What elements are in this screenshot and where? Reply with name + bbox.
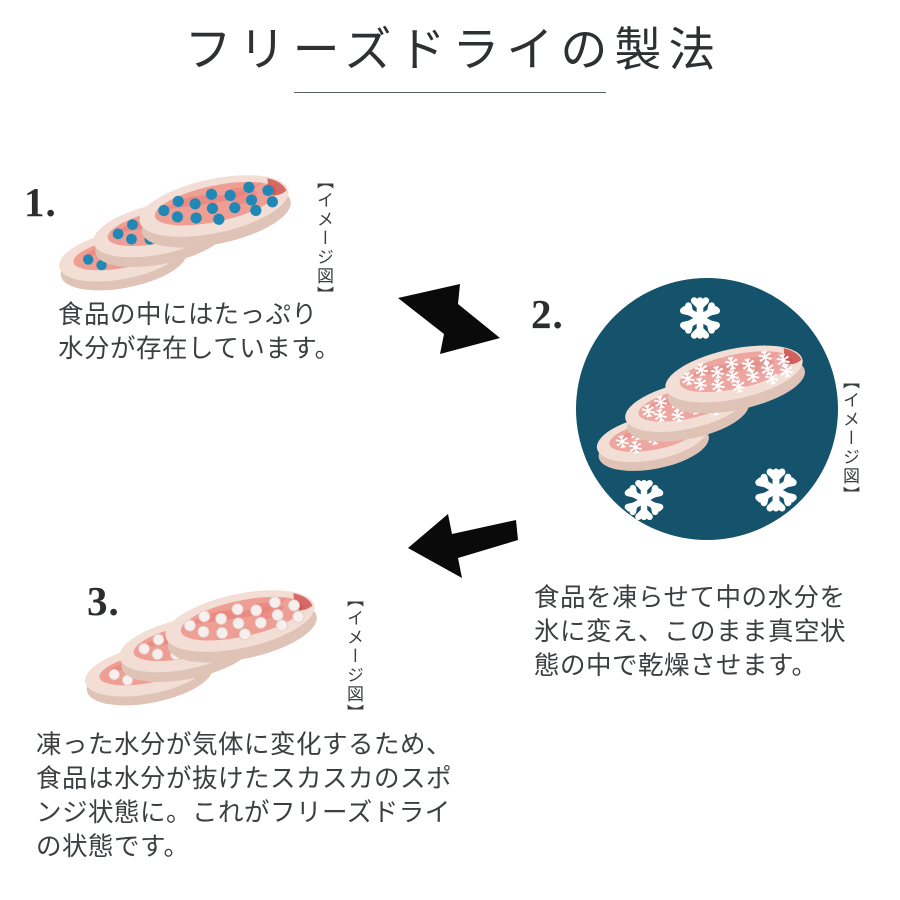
arrow-down-left-icon: [408, 514, 518, 578]
page-title: フリーズドライの製法: [184, 25, 723, 77]
frozen-slice-front: [665, 345, 805, 414]
page-header: フリーズドライの製法: [0, 24, 900, 94]
frozen-meat-svg: [596, 278, 805, 540]
step-1-number: 1.: [24, 179, 57, 225]
arrow-down-right-icon: [398, 284, 500, 354]
meat-slices-water-svg: [59, 175, 291, 291]
arrow-step2-to-step3: [402, 506, 527, 590]
arrow-step1-to-step2: [392, 282, 512, 364]
snowflake-bottom-right-icon: [759, 472, 794, 508]
step-3-image-caption: 【イメージ図】: [344, 590, 363, 723]
snowflake-bottom-left-icon: [628, 483, 660, 517]
dried-slice-front: [165, 590, 317, 663]
step-2-illustration-frozen-meat: [576, 278, 838, 540]
step-2-caption: 食品を凍らせて中の水分を 氷に変え、このまま真空状 態の中で乾燥させます。: [534, 583, 847, 680]
step-1-caption: 食品の中にはたっぷり 水分が存在しています。: [58, 300, 341, 363]
step-2-number: 2.: [531, 291, 564, 337]
step-1-image-caption: 【イメージ図】: [314, 172, 333, 305]
title-underline-divider: [294, 92, 606, 94]
step-3-number: 3.: [87, 578, 120, 624]
step-3-illustration-porous-meat: [78, 578, 348, 706]
meat-slice-front: [139, 175, 291, 248]
snowflake-top-icon: [683, 301, 716, 336]
step-3-caption: 凍った水分が気体に変化するため、 食品は水分が抜けたスカスカのスポ ンジ状態に。…: [36, 730, 453, 861]
step-2-image-caption: 【イメージ図】: [840, 372, 859, 505]
meat-slices-porous-svg: [85, 590, 317, 706]
step-1-illustration-water-filled-meat: [52, 163, 320, 291]
